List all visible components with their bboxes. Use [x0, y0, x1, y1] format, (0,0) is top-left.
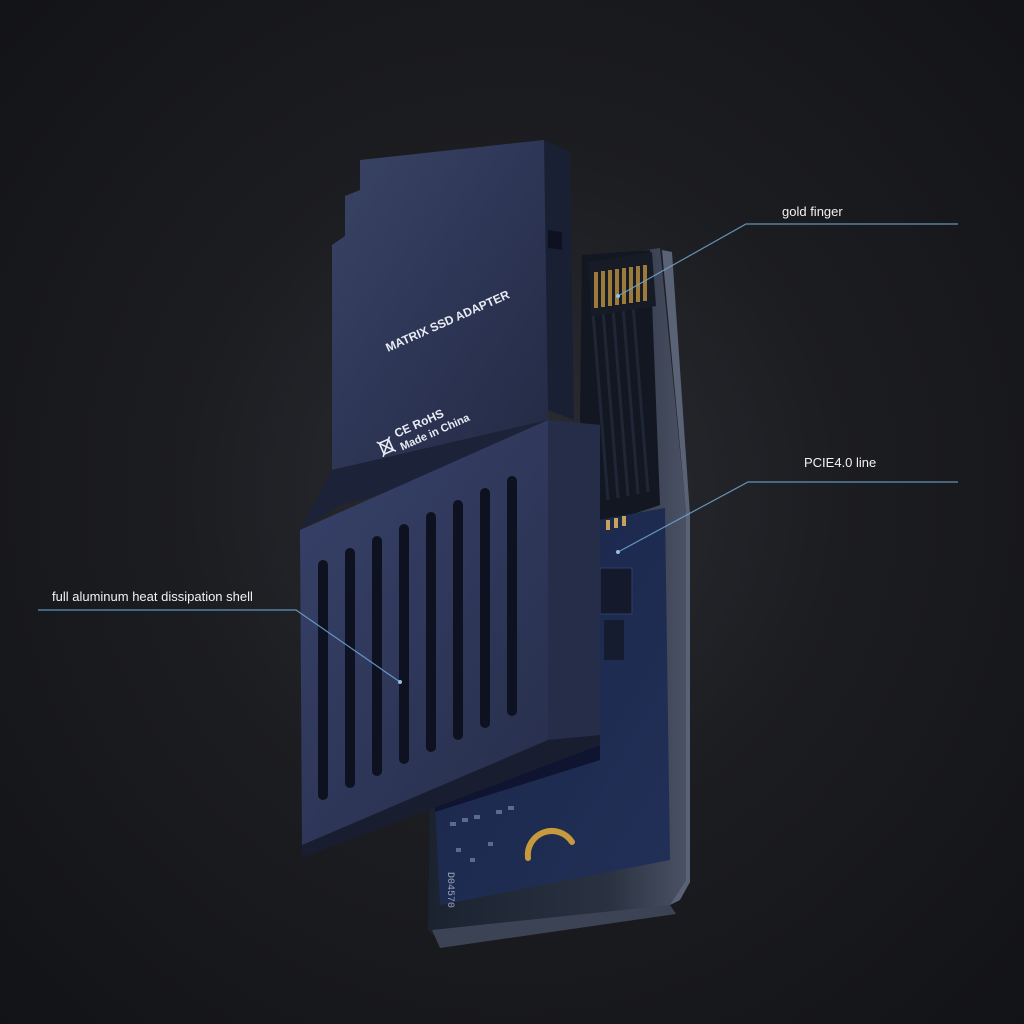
pcie-line-leader-dot — [616, 550, 620, 554]
heat-shell-leader-dot — [398, 680, 402, 684]
callout-gold-finger: gold finger — [782, 204, 843, 219]
pcb-serial-text: D04570 — [444, 872, 455, 908]
aluminum-shell: MATRIX SSD ADAPTER CE RoHS Made in China — [300, 140, 600, 858]
gold-finger-contacts — [588, 252, 656, 316]
callout-pcie-line: PCIE4.0 line — [804, 455, 877, 470]
callout-heat-shell: full aluminum heat dissipation shell — [52, 589, 253, 604]
gold-finger-leader — [617, 223, 958, 297]
heatsink-vent-slots — [318, 476, 517, 800]
heat-shell-leader — [38, 609, 401, 683]
gold-finger-leader-dot — [616, 294, 620, 298]
pcie-line-leader — [617, 481, 958, 553]
callout-leader-lines — [38, 223, 958, 683]
ssd-pcb: D04570 — [435, 508, 670, 908]
weee-bin-icon — [376, 436, 397, 458]
